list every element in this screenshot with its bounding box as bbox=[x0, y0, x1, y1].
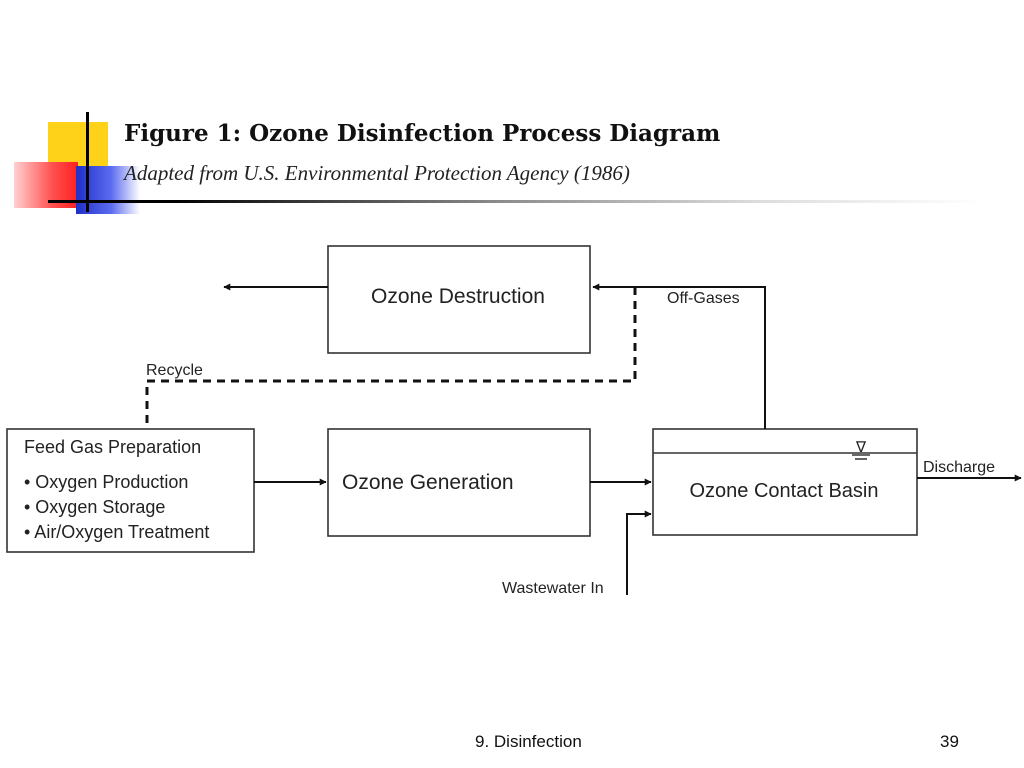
ozone-generation-label: Ozone Generation bbox=[342, 471, 514, 494]
ozone-contact-basin-box: Ozone Contact Basin bbox=[652, 428, 918, 536]
feed-gas-title: Feed Gas Preparation bbox=[24, 437, 201, 457]
recycle-dashed-line bbox=[145, 287, 637, 429]
off-gases-label: Off-Gases bbox=[667, 290, 740, 307]
feed-gas-preparation-box: Feed Gas Preparation • Oxygen Production… bbox=[6, 428, 255, 553]
wastewater-in-arrow bbox=[626, 510, 652, 595]
svg-text:∇: ∇ bbox=[855, 439, 867, 456]
figure-subtitle: Adapted from U.S. Environmental Protecti… bbox=[124, 161, 630, 185]
ozone-contact-basin-label: Ozone Contact Basin bbox=[690, 480, 879, 502]
off-gases-line bbox=[592, 283, 766, 429]
feed-gas-item-oxygen-storage: • Oxygen Storage bbox=[24, 497, 165, 517]
feed-gas-item-air-oxygen-treatment: • Air/Oxygen Treatment bbox=[24, 522, 209, 542]
discharge-label: Discharge bbox=[923, 459, 995, 476]
wastewater-in-label: Wastewater In bbox=[502, 580, 604, 597]
figure-title: Figure 1: Ozone Disinfection Process Dia… bbox=[124, 120, 721, 147]
recycle-label: Recycle bbox=[146, 362, 203, 379]
water-level-icon: ∇ bbox=[852, 439, 870, 460]
logo-vertical-line bbox=[86, 112, 89, 212]
ozone-destruction-label: Ozone Destruction bbox=[371, 285, 545, 308]
footer-page-number: 39 bbox=[940, 732, 959, 751]
ozone-destruction-box: Ozone Destruction bbox=[327, 245, 591, 354]
feed-gas-item-oxygen-production: • Oxygen Production bbox=[24, 472, 188, 492]
logo-horizontal-line bbox=[48, 200, 90, 203]
footer-section-title: 9. Disinfection bbox=[475, 732, 582, 751]
ozone-generation-box: Ozone Generation bbox=[327, 428, 591, 537]
title-underline bbox=[84, 200, 984, 203]
slide-logo bbox=[0, 0, 160, 230]
